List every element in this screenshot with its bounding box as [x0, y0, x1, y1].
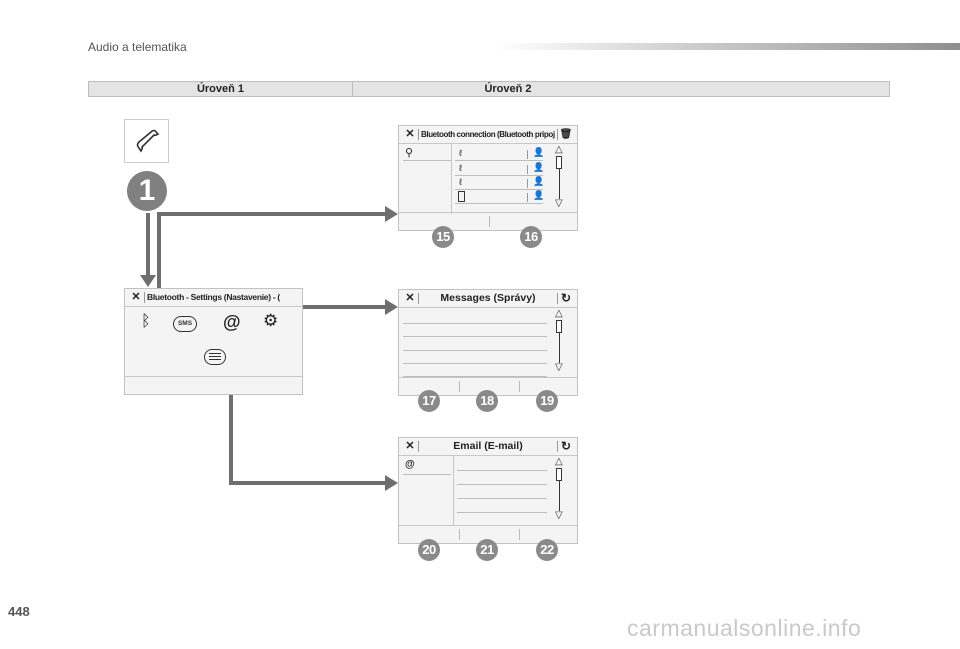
refresh-icon[interactable]: ↻ [560, 291, 572, 305]
close-icon[interactable]: ✕ [405, 292, 415, 304]
user-icon: 👤 [533, 190, 545, 200]
screen-footer [399, 212, 577, 230]
badge-16: 16 [520, 226, 542, 248]
separator [557, 441, 558, 452]
scroll-thumb[interactable] [556, 320, 562, 333]
bluetooth-settings-screen: ✕ Bluetooth - Settings (Nastavenie) - (B… [124, 288, 303, 395]
list-item[interactable] [457, 498, 547, 499]
screen-title: Messages (Správy) [440, 292, 536, 304]
close-icon[interactable]: ✕ [405, 128, 415, 140]
user-icon: 👤 [533, 147, 545, 157]
screen-header: ✕ Email (E-mail) ↻ [399, 438, 577, 456]
badge-17: 17 [418, 390, 440, 412]
scroll-down-icon[interactable]: ▽ [555, 198, 563, 209]
level-2-label: Úroveň 2 [484, 83, 532, 95]
search-icon[interactable]: ⚲ [405, 147, 414, 159]
user-icon: 👤 [533, 176, 545, 186]
messages-icon[interactable] [204, 349, 226, 365]
screen-title: Email (E-mail) [453, 440, 523, 452]
section-title: Audio a telematika [88, 40, 187, 54]
separator [557, 293, 558, 304]
separator [557, 129, 558, 140]
refresh-icon[interactable]: ↻ [560, 439, 572, 453]
badge-18: 18 [476, 390, 498, 412]
phone-icon [136, 129, 160, 153]
list-item[interactable] [457, 470, 547, 471]
scroll-down-icon[interactable]: ▽ [555, 362, 563, 373]
list-item[interactable] [403, 363, 547, 364]
gear-icon[interactable]: ⚙ [263, 311, 279, 330]
screen-title: Bluetooth connection (Bluetooth pripojen… [421, 130, 555, 139]
bluetooth-connection-screen: ✕ Bluetooth connection (Bluetooth pripoj… [398, 125, 578, 231]
screen-footer [125, 376, 302, 394]
messages-screen: ✕ Messages (Správy) ↻ △ ▽ [398, 289, 578, 396]
screen-header: ✕ Messages (Správy) ↻ [399, 290, 577, 308]
watermark: carmanualsonline.info [627, 615, 862, 641]
sms-icon[interactable]: SMS [173, 316, 197, 332]
user-icon: 👤 [533, 162, 545, 172]
email-at-icon[interactable]: @ [405, 459, 415, 470]
badge-19: 19 [536, 390, 558, 412]
list-item[interactable] [403, 350, 547, 351]
scroll-up-icon[interactable]: △ [555, 308, 563, 319]
divider [403, 160, 451, 161]
arrow-line [229, 335, 233, 485]
screen-header: ✕ Bluetooth - Settings (Nastavenie) - (B… [125, 289, 302, 307]
email-screen: ✕ Email (E-mail) ↻ @ △ ▽ [398, 437, 578, 544]
arrow-line [157, 212, 387, 216]
level-header-table: Úroveň 1 Úroveň 2 [88, 81, 890, 97]
scroll-thumb[interactable] [556, 468, 562, 481]
screen-footer [399, 525, 577, 543]
badge-20: 20 [418, 539, 440, 561]
separator [418, 441, 419, 452]
separator [418, 129, 419, 140]
phone-button[interactable] [124, 119, 169, 163]
screen-title: Bluetooth - Settings (Nastavenie) - (Blu… [147, 292, 280, 302]
divider [453, 456, 454, 526]
screen-footer [399, 377, 577, 395]
scroll-thumb[interactable] [556, 156, 562, 169]
scroll-up-icon[interactable]: △ [555, 456, 563, 467]
email-at-icon[interactable]: @ [223, 312, 241, 332]
badge-15: 15 [432, 226, 454, 248]
arrow-head-right [385, 475, 398, 491]
arrow-head-down [140, 275, 156, 287]
list-item[interactable] [457, 484, 547, 485]
divider [451, 144, 452, 214]
arrow-head-right [385, 299, 398, 315]
list-item[interactable] [403, 336, 547, 337]
arrow-head-right [385, 206, 398, 222]
trash-icon[interactable]: 🗑 [559, 129, 573, 140]
badge-22: 22 [536, 539, 558, 561]
badge-21: 21 [476, 539, 498, 561]
bluetooth-icon[interactable]: ᛒ [141, 313, 151, 330]
close-icon[interactable]: ✕ [405, 440, 415, 452]
arrow-line [146, 213, 150, 278]
screen-header: ✕ Bluetooth connection (Bluetooth pripoj… [399, 126, 577, 144]
list-item[interactable] [457, 512, 547, 513]
badge-1: 1 [127, 171, 167, 211]
level-1-label: Úroveň 1 [89, 82, 353, 96]
device-icon [458, 191, 465, 202]
close-icon[interactable]: ✕ [131, 291, 141, 303]
arrow-line [157, 212, 161, 345]
arrow-line [229, 481, 387, 485]
page-number: 448 [8, 604, 30, 619]
scroll-up-icon[interactable]: △ [555, 144, 563, 155]
scroll-down-icon[interactable]: ▽ [555, 510, 563, 521]
separator [418, 293, 419, 304]
list-item[interactable] [403, 376, 547, 377]
divider [403, 474, 451, 475]
list-item[interactable] [403, 323, 547, 324]
separator [144, 292, 145, 303]
title-gradient-bar [497, 43, 960, 50]
